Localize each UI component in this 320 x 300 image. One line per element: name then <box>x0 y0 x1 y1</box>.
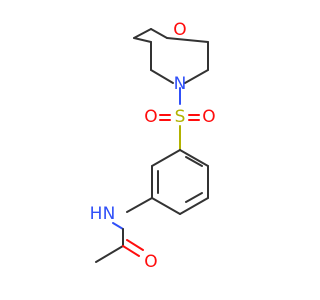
bond-morpholine-right-top <box>166 37 209 43</box>
ring-bond-6 <box>151 149 181 167</box>
bond-morpholine-left-to-n <box>150 69 174 84</box>
bond-carbonyl-oxygen-b <box>126 239 144 251</box>
amide-hydrogen-label: H <box>90 204 103 224</box>
sulfur-label: S <box>175 107 186 127</box>
carbonyl-oxygen-label: O <box>144 252 157 272</box>
amide-nitrogen-label: N <box>103 204 116 224</box>
ring-bond-4 <box>151 197 181 215</box>
sulfonyl-oxygen-left-label: O <box>144 107 157 127</box>
sulfonyl-oxygen-right-label: O <box>202 107 215 127</box>
bond-lines <box>95 28 209 263</box>
bond-amide-n-to-carbonyl <box>112 222 124 230</box>
bond-morpholine-left-top <box>133 37 152 43</box>
structure-diagram: O N S O O N H O <box>90 20 216 272</box>
bond-morpholine-right-to-n <box>184 69 209 84</box>
morpholine-nitrogen-label: N <box>174 74 187 94</box>
morpholine-oxygen-label: O <box>173 20 186 40</box>
ring-inner-double-bond-top <box>185 156 203 167</box>
bond-morpholine-o-to-left-carbon <box>133 28 152 39</box>
ring-inner-double-bond-right <box>185 192 203 203</box>
bond-methyl <box>95 245 124 263</box>
bond-carbonyl-oxygen-a <box>122 245 140 257</box>
bond-ring-to-amide-n <box>126 197 153 213</box>
atom-labels: O N S O O N H O <box>90 20 216 272</box>
bond-morpholine-o-to-right-carbon <box>150 28 168 39</box>
ring-bond-3 <box>179 197 209 215</box>
ring-bond-1 <box>179 149 209 167</box>
